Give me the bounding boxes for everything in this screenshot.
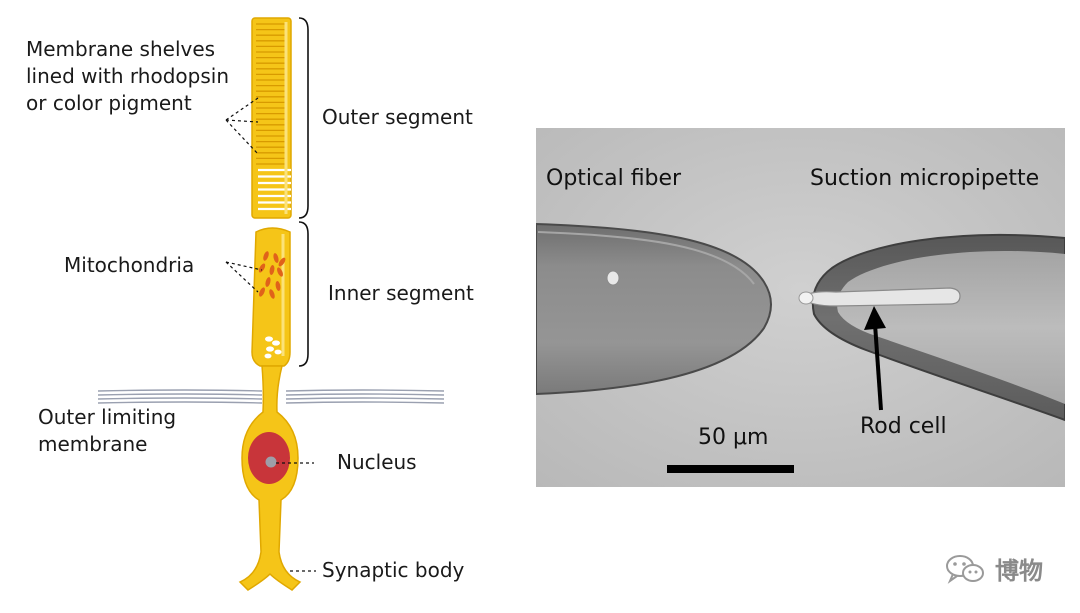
watermark: 博物 (945, 551, 1043, 586)
inner-segment-bracket (298, 221, 309, 367)
scale-bar (667, 465, 794, 473)
vesicles (264, 336, 282, 359)
rod-cell-diagram (97, 17, 445, 591)
outer-segment-label: Outer segment (322, 105, 473, 129)
outer-segment (251, 17, 292, 219)
mitochondria-label: Mitochondria (64, 253, 195, 277)
outer-limiting-membrane-label: Outer limiting membrane (38, 405, 177, 456)
rod-cell-label: Rod cell (860, 414, 947, 439)
leader-lines (225, 97, 316, 572)
scale-bar-label: 50 μm (698, 425, 769, 450)
synaptic-body-label: Synaptic body (322, 558, 465, 582)
membrane-shelves (256, 22, 291, 214)
suction-micropipette-label: Suction micropipette (810, 166, 1040, 191)
rod-cell-in-pipette (801, 287, 961, 307)
mitochondria (258, 251, 286, 299)
watermark-text: 博物 (995, 557, 1043, 585)
inner-segment (251, 227, 291, 367)
nucleolus (265, 456, 277, 468)
outer-limiting-membrane-lines (97, 389, 445, 404)
optical-fiber-shape (536, 222, 772, 396)
wechat-icon (946, 554, 984, 584)
membrane-shelves-label: Membrane shelves lined with rhodopsin or… (26, 37, 229, 115)
microscope-photo: Optical fiber Suction micropipette Rod c… (536, 128, 1065, 487)
rod-cell-arrow (864, 306, 886, 411)
fiber-bubble (606, 270, 620, 286)
outer-segment-bracket (298, 17, 309, 219)
nucleus-label: Nucleus (337, 450, 417, 474)
inner-segment-label: Inner segment (328, 281, 474, 305)
optical-fiber-label: Optical fiber (546, 166, 682, 191)
